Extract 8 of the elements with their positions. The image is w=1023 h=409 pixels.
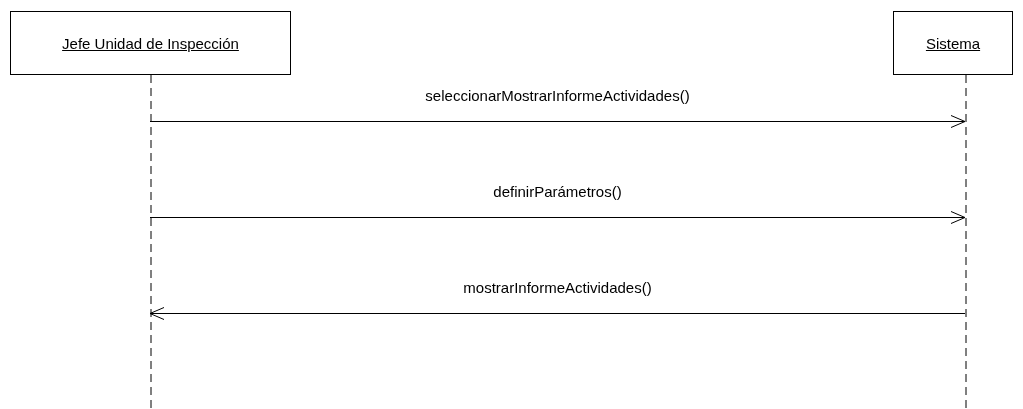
- message-label: mostrarInformeActividades(): [463, 279, 652, 296]
- object-box: Jefe Unidad de Inspección: [10, 11, 291, 75]
- message-arrow: [149, 307, 966, 320]
- message-label: seleccionarMostrarInformeActividades(): [425, 87, 690, 104]
- object-box: Sistema: [893, 11, 1013, 75]
- message-arrow: [149, 211, 966, 224]
- message-arrow: [149, 115, 966, 128]
- message-label: definirParámetros(): [493, 183, 622, 200]
